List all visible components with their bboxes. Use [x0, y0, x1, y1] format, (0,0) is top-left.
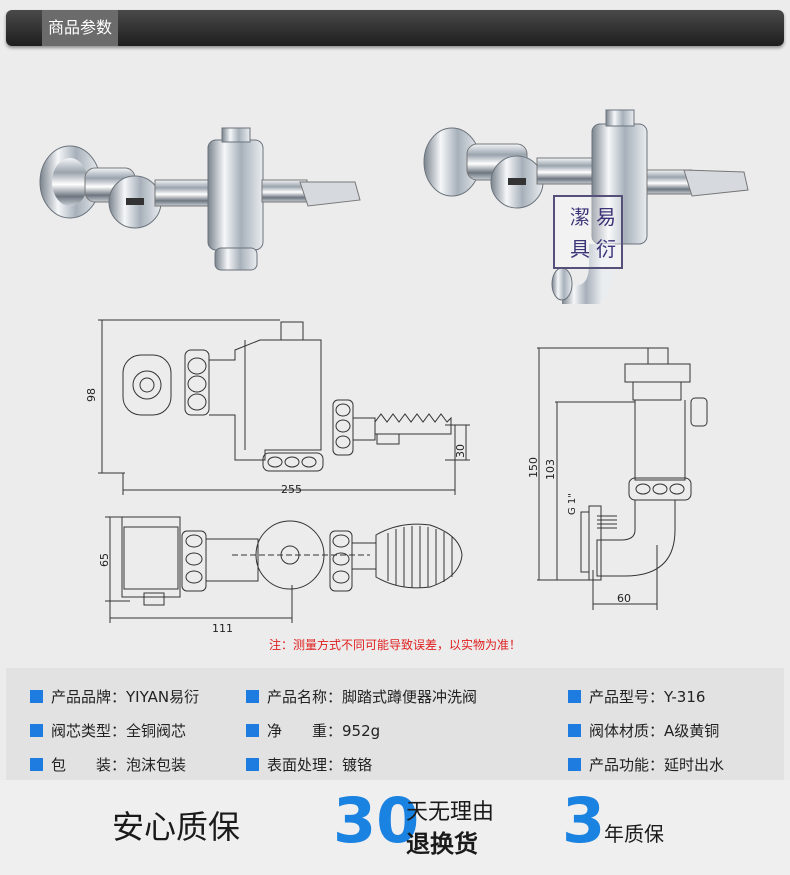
param-model: 产品型号：Y-316 [568, 686, 705, 707]
measurement-note: 注：测量方式不同可能导致误差，以实物为准！ [268, 638, 521, 652]
guarantee-assurance: 安心质保 [112, 808, 241, 846]
product-photo-with-pipe: 潔 易 具 衍 [423, 109, 749, 304]
seal-char-4: 衍 [596, 237, 616, 261]
param-surface: 表面处理：镀铬 [246, 754, 372, 775]
param-function: 产品功能：延时出水 [568, 754, 724, 775]
guarantee-days-number: 30 [333, 784, 420, 857]
product-parameters: 产品品牌：YIYAN易衍 产品名称：脚踏式蹲便器冲洗阀 产品型号：Y-316 阀… [6, 668, 784, 780]
dim-width: 65 [100, 553, 111, 567]
param-brand: 产品品牌：YIYAN易衍 [30, 686, 199, 707]
dim-thread: G 1" [567, 493, 578, 515]
section-header: 商品参数 [6, 10, 784, 46]
guarantee-no-reason: 天无理由 [406, 800, 495, 825]
seal-char-3: 具 [570, 237, 590, 261]
dim-total-height: 150 [527, 457, 540, 478]
bullet-square-icon [30, 758, 43, 771]
dim-height: 98 [85, 388, 98, 402]
technical-drawing-top: 65 111 [100, 516, 463, 635]
technical-drawing-side: 150 103 G 1" 60 [527, 347, 708, 610]
dim-length: 255 [281, 483, 302, 496]
product-photo-front [39, 127, 361, 271]
param-material: 阀体材质：A级黄铜 [568, 720, 719, 741]
section-title: 商品参数 [42, 10, 119, 46]
bullet-square-icon [30, 724, 43, 737]
guarantee-banner: 安心质保 30 天无理由 退换货 3 年质保 [0, 780, 790, 875]
param-core: 阀芯类型：全铜阀芯 [30, 720, 186, 741]
bullet-square-icon [246, 690, 259, 703]
bullet-square-icon [568, 690, 581, 703]
bullet-square-icon [568, 758, 581, 771]
param-name: 产品名称：脚踏式蹲便器冲洗阀 [246, 686, 477, 707]
dim-outlet: 60 [617, 592, 631, 605]
dim-depth: 111 [212, 622, 233, 635]
param-weight: 净 重：952g [246, 720, 380, 741]
guarantee-years-number: 3 [562, 784, 606, 857]
seal-char-1: 潔 [570, 205, 590, 229]
technical-drawing-front: 98 255 30 [85, 319, 470, 496]
param-package: 包 装：泡沫包装 [30, 754, 186, 775]
guarantee-return: 退换货 [406, 830, 478, 858]
bullet-square-icon [568, 724, 581, 737]
bullet-square-icon [246, 758, 259, 771]
dim-inlet-height: 103 [544, 459, 557, 480]
bullet-square-icon [246, 724, 259, 737]
guarantee-years-label: 年质保 [604, 822, 664, 846]
bullet-square-icon [30, 690, 43, 703]
seal-char-2: 易 [596, 205, 616, 229]
dim-pedal: 30 [454, 444, 467, 458]
